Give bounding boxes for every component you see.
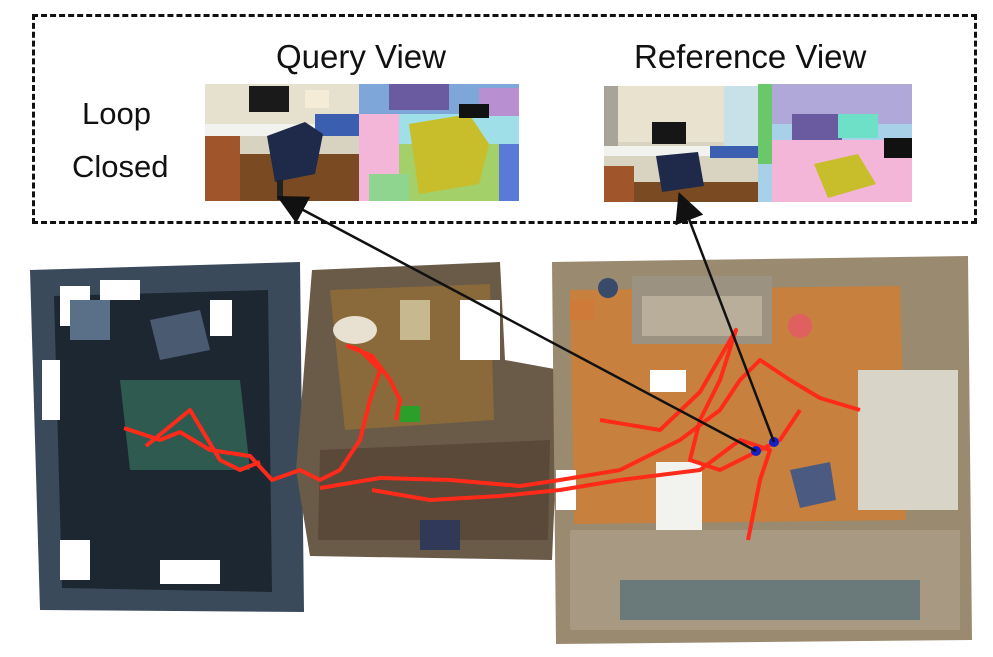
middle-room xyxy=(296,262,560,560)
camera-trajectory xyxy=(123,328,861,541)
query-arrow xyxy=(276,195,757,453)
reference-rgb-image xyxy=(604,86,758,202)
query-view-title: Query View xyxy=(276,38,446,75)
closed-label: Closed xyxy=(72,149,169,184)
query-segmentation-image xyxy=(359,84,519,201)
loop-label: Loop xyxy=(82,96,151,131)
query-rgb-image xyxy=(205,84,359,201)
reference-view-title: Reference View xyxy=(634,38,867,75)
loop-closure-panel xyxy=(32,14,977,224)
reference-arrow xyxy=(675,191,776,443)
reference-segmentation-image xyxy=(758,84,912,202)
